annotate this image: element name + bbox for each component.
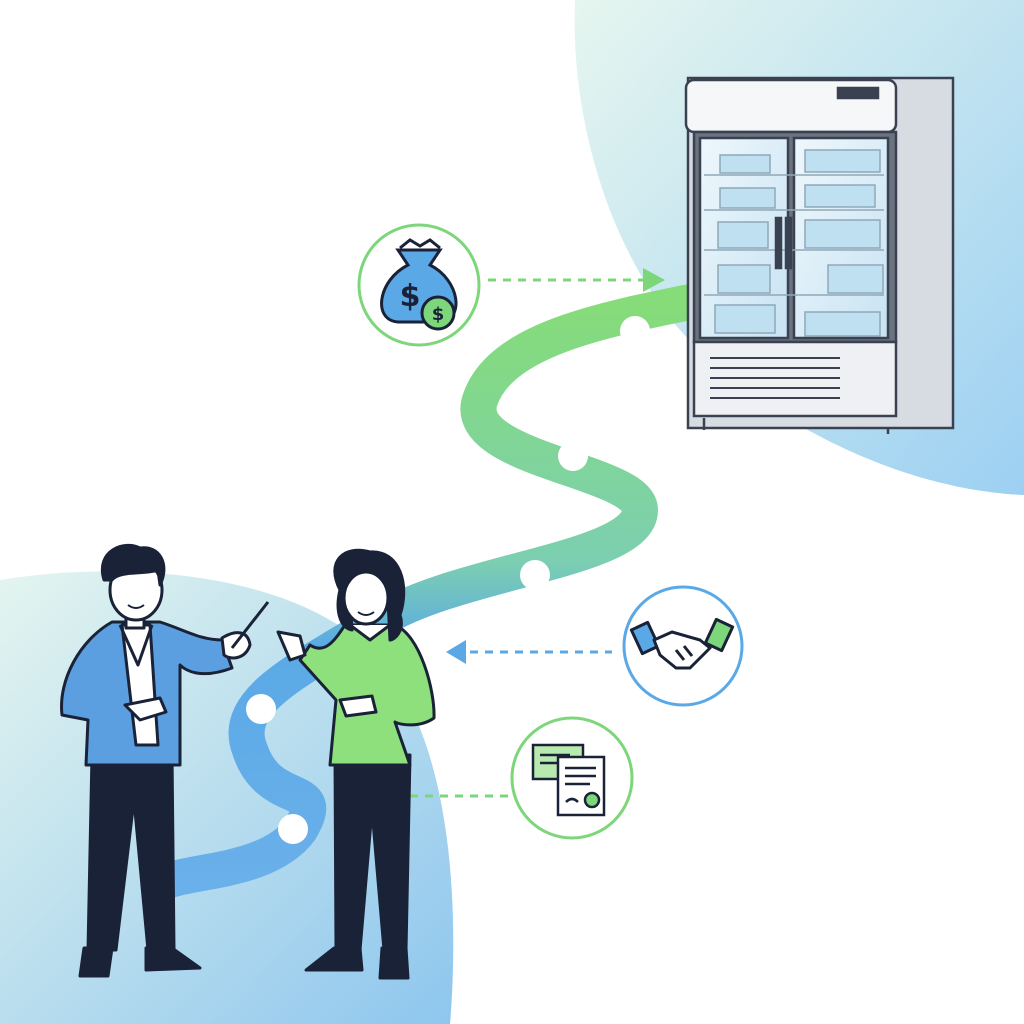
fridge-display — [836, 86, 880, 100]
man-shoe — [78, 946, 114, 978]
milestone-dot — [558, 441, 588, 471]
contract-badge — [510, 716, 634, 840]
woman-sweater — [298, 623, 436, 767]
man-hand — [220, 631, 252, 660]
arrow-head-icon — [446, 640, 466, 664]
man-shoe — [144, 946, 202, 972]
contract-icon — [531, 743, 606, 817]
svg-text:$: $ — [432, 304, 445, 325]
milestone-dot — [278, 814, 308, 844]
door-handle — [774, 216, 783, 270]
woman-shoe — [378, 946, 410, 980]
path-milestones — [246, 316, 650, 844]
arrow-to-fridge — [488, 268, 665, 292]
arrow-to-people — [446, 640, 612, 664]
woman-hand — [338, 694, 378, 718]
milestone-dot — [246, 694, 276, 724]
door-handle — [784, 216, 793, 270]
arrow-head-icon — [643, 268, 665, 292]
commercial-fridge — [684, 76, 955, 434]
coin-icon — [420, 295, 456, 331]
woman-colleague — [276, 548, 436, 980]
money-bag-badge: $ $ — [357, 223, 481, 347]
woman-shoe — [304, 946, 364, 972]
journey-path — [152, 282, 718, 898]
handshake-icon — [629, 617, 735, 670]
handshake-badge — [622, 585, 744, 707]
milestone-dot — [520, 560, 550, 590]
seal-icon — [583, 791, 601, 809]
milestone-dot — [620, 316, 650, 346]
pointer-stick — [230, 601, 270, 649]
man-hair — [100, 543, 166, 587]
man-presenter — [60, 543, 270, 978]
svg-text:$: $ — [400, 279, 421, 314]
man-hand — [123, 696, 168, 722]
woman-hand — [276, 630, 307, 662]
woman-face — [342, 570, 390, 626]
